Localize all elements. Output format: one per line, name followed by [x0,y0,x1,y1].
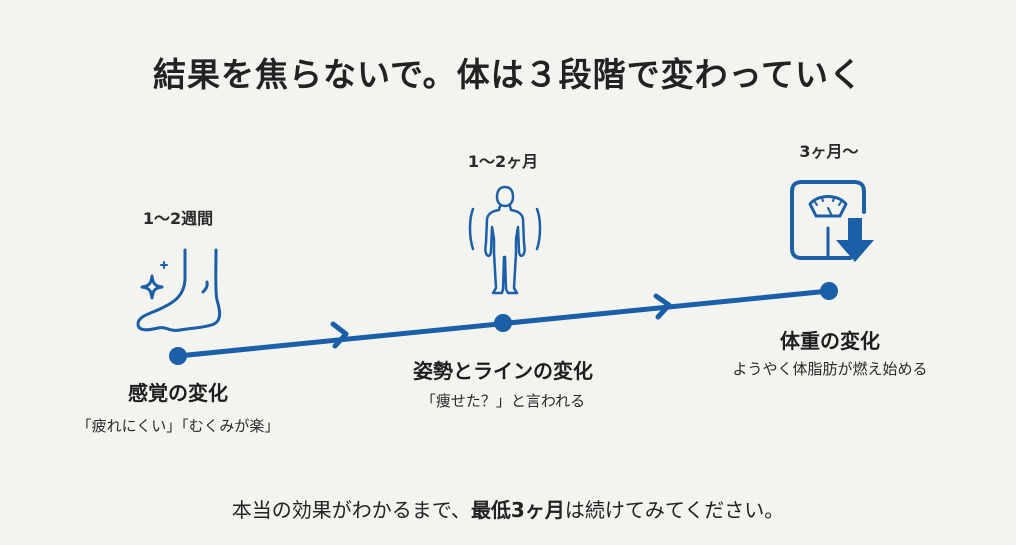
stage-3-description: ようやく体脂肪が燃え始める [732,360,928,378]
stage-1-period: 1〜2週間 [142,209,214,228]
foot-sparkle-icon [136,248,222,332]
stage-1-description: 「疲れにくい」「むくみが楽」 [76,417,280,435]
timeline-dot-3 [820,282,838,300]
stage-1-title: 感覚の変化 [128,381,228,405]
footer-note: 本当の効果がわかるまで、最低3ヶ月は続けてみてください。 [0,494,1016,523]
arrow-right-icon [330,321,349,349]
stage-3-title: 体重の変化 [780,329,880,353]
body-silhouette-icon [468,185,542,295]
scale-down-arrow-icon [790,180,874,262]
timeline-dot-2 [494,314,512,332]
footer-prefix: 本当の効果がわかるまで、 [231,498,471,522]
page-title: 結果を焦らないで。体は３段階で変わっていく [152,55,864,94]
timeline-dot-1 [169,347,187,365]
arrow-right-icon [653,293,672,320]
footer-emphasis: 最低3ヶ月 [470,498,565,522]
stage-3-period: 3ヶ月〜 [799,142,859,161]
stage-2-description: 「痩せた？」と言われる [420,392,586,410]
stage-2-period: 1〜2ヶ月 [467,152,539,171]
footer-suffix: は続けてみてください。 [564,498,785,522]
stage-2-title: 姿勢とラインの変化 [413,359,593,383]
